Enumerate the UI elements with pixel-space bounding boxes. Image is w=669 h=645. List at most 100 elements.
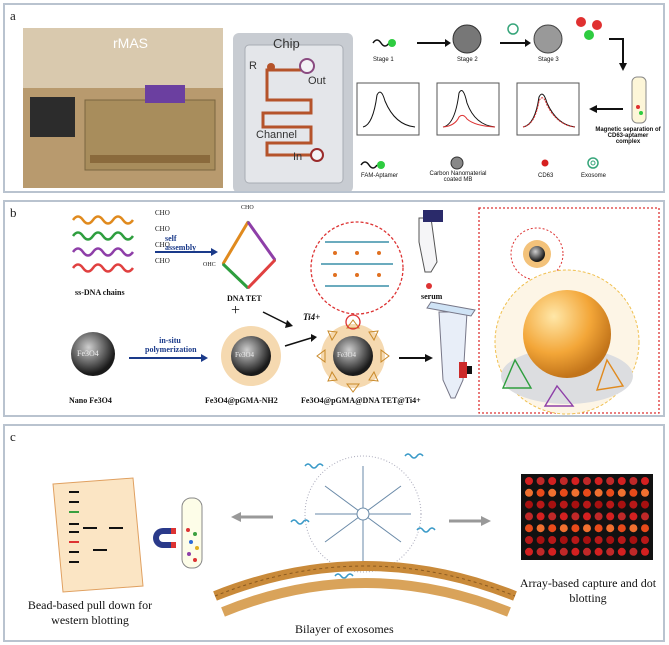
array-dot	[594, 500, 603, 509]
array-dot	[583, 524, 591, 533]
array-dot	[629, 488, 638, 497]
stage2-mb	[452, 24, 482, 54]
array-dot	[559, 477, 568, 485]
array-dot	[559, 512, 568, 521]
array-dot	[559, 524, 568, 533]
array-dot	[606, 547, 615, 556]
array-dot	[536, 500, 545, 509]
array-dot	[536, 477, 545, 485]
array-dot	[548, 524, 557, 533]
array-dot	[559, 500, 568, 509]
array-dot	[536, 547, 545, 556]
dna-tet-label: DNA TET	[227, 294, 262, 303]
array-dot	[536, 536, 545, 544]
nano-fe3o4-label: Nano Fe3O4	[69, 396, 112, 405]
array-dot	[629, 524, 638, 533]
array-dot	[617, 500, 626, 509]
array-dot	[548, 488, 557, 497]
chip-out-label: Out	[308, 75, 326, 87]
plus-sign: +	[231, 302, 241, 319]
legend-aptamer: FAM-Aptamer	[361, 173, 399, 179]
chip-title: Chip	[273, 36, 300, 51]
array-dot	[536, 512, 545, 521]
array-dot	[571, 536, 580, 544]
stage3-mb	[533, 24, 563, 54]
array-dot	[548, 536, 557, 544]
array-dot	[641, 524, 649, 533]
legend-mb: Carbon Nanomaterial coated MB	[429, 171, 487, 183]
nano-fe3o4-particle	[71, 332, 115, 376]
array-dot	[548, 547, 557, 556]
gold-bead	[523, 290, 611, 378]
panel-a-graphics	[23, 17, 647, 191]
array-dot	[641, 512, 649, 521]
array-dot	[617, 547, 626, 556]
array-dot	[629, 500, 638, 509]
magnetic-tube	[631, 76, 647, 124]
array-dot	[606, 536, 615, 544]
array-dot	[583, 500, 591, 509]
pipette	[418, 217, 438, 273]
array-dot	[571, 524, 580, 533]
rmas-motor	[30, 97, 75, 137]
array-dot	[571, 500, 580, 509]
array-caption: Array-based capture and dot blotting	[519, 576, 657, 605]
array-dot	[594, 477, 603, 485]
stage1-aptamer	[372, 39, 390, 47]
array-dot	[606, 512, 615, 521]
array-dot	[617, 524, 626, 533]
array-dot	[548, 512, 557, 521]
array-dot	[594, 536, 603, 544]
chip-channel-label: Channel	[256, 129, 297, 141]
panel-c: c	[3, 424, 665, 642]
cho-label-tet: CHO	[241, 205, 254, 211]
legend-cd63: CD63	[538, 173, 554, 179]
dna-tet	[222, 220, 276, 290]
cho-label-2: CHO	[155, 225, 170, 233]
in-situ-label: in-situ polymerization	[145, 336, 197, 354]
array-dots	[525, 477, 649, 556]
final-label: Fe3O4@pGMA@DNA TET@Ti4+	[301, 396, 421, 405]
panel-a: a	[3, 3, 665, 193]
chip-r-label: R	[249, 60, 257, 72]
serum-label: serum	[421, 292, 443, 301]
array-dot	[641, 547, 649, 556]
array-dot	[559, 488, 568, 497]
array-dot	[617, 512, 626, 521]
array-dot	[629, 547, 638, 556]
array-dot	[525, 477, 533, 485]
array-dot	[629, 477, 638, 485]
array-dot	[617, 536, 626, 544]
array-dot	[525, 524, 533, 533]
panel-b-label: b	[10, 205, 17, 220]
fe3o4-core-label-2: Fe3O4	[235, 351, 255, 359]
array-dot	[641, 477, 649, 485]
array-dot	[559, 547, 568, 556]
panel-c-graphics	[52, 453, 653, 617]
array-dot	[583, 547, 591, 556]
array-dot	[606, 524, 615, 533]
array-dot	[617, 477, 626, 485]
array-dot	[548, 477, 557, 485]
chip-in-label: In	[293, 151, 303, 163]
legend-exosome: Exosome	[581, 173, 607, 179]
magnet-icon	[153, 528, 175, 548]
array-dot	[525, 536, 533, 544]
magnetic-separation-label: Magnetic separation of CD63-aptamer comp…	[595, 127, 661, 145]
centrifuge-tube	[438, 311, 468, 399]
array-dot	[594, 547, 603, 556]
array-dot	[548, 500, 557, 509]
fe3o4-core-label: Fe3O4	[77, 349, 99, 358]
array-dot	[641, 536, 649, 544]
stage-3-label: Stage 3	[538, 57, 559, 63]
western-blot	[52, 477, 144, 593]
array-dot	[536, 488, 545, 497]
pgma-label: Fe3O4@pGMA-NH2	[205, 396, 278, 405]
ssdna-label: ss-DNA chains	[75, 288, 125, 297]
array-dot	[583, 512, 591, 521]
array-dot	[606, 477, 615, 485]
fe3o4-core-label-3: Fe3O4	[337, 351, 357, 359]
dendrimer	[304, 455, 422, 573]
array-dot	[583, 477, 591, 485]
array-dot	[641, 488, 649, 497]
